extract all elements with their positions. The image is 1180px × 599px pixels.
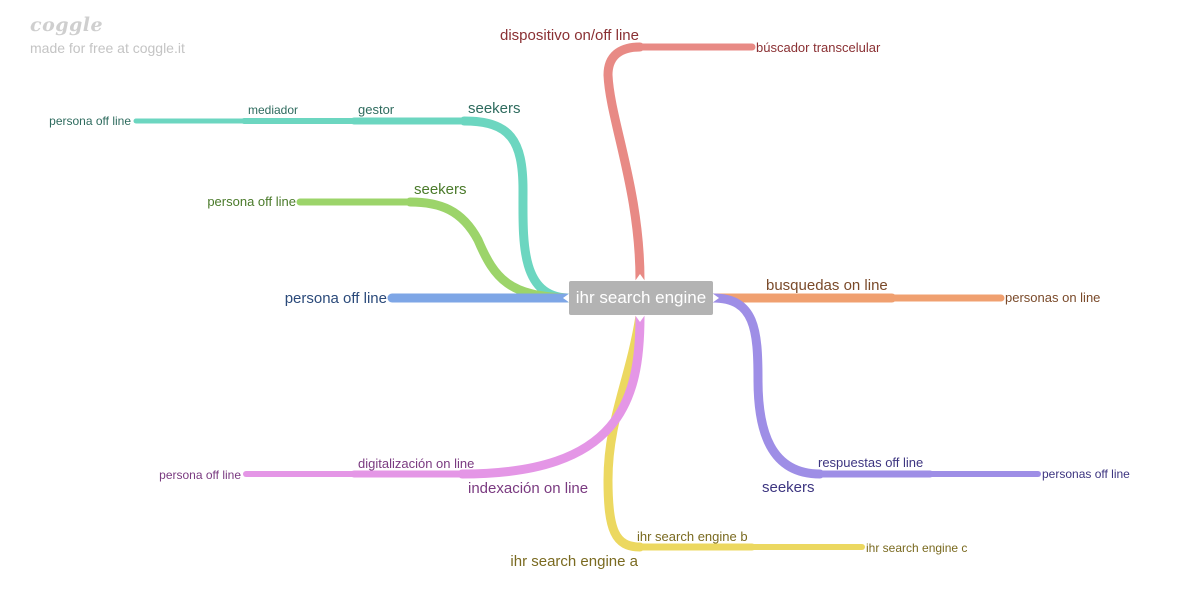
branch-seekers-teal[interactable]: seekers gestor mediador persona off line — [49, 100, 572, 303]
connector-top — [635, 274, 645, 281]
branch-line-indexacion — [457, 311, 645, 479]
branch-seekers-green[interactable]: seekers persona off line — [207, 181, 572, 303]
root-connectors — [563, 274, 719, 322]
branch-label-seekers-teal[interactable]: seekers — [468, 100, 521, 117]
branch-label-seekers-purple[interactable]: seekers — [762, 479, 815, 496]
brand-tagline: made for free at coggle.it — [30, 40, 185, 56]
branch-persona-blue[interactable]: persona off line — [285, 290, 572, 307]
branch-label-engine-a[interactable]: ihr search engine a — [510, 553, 638, 570]
node-label-mediador[interactable]: mediador — [248, 103, 298, 117]
branch-line-engine-a — [603, 311, 645, 552]
branch-dispositivo[interactable]: dispositivo on/off line búscador transce… — [500, 27, 881, 285]
node-label-digitalizacion[interactable]: digitalización on line — [358, 456, 474, 471]
branch-label-dispositivo[interactable]: dispositivo on/off line — [500, 27, 639, 44]
node-label-engine-b[interactable]: ihr search engine b — [637, 529, 748, 544]
branch-indexacion[interactable]: indexación on line digitalización on lin… — [159, 311, 645, 497]
node-label-gestor[interactable]: gestor — [358, 102, 395, 117]
branch-engine-a[interactable]: ihr search engine a ihr search engine b … — [510, 311, 967, 570]
node-label-respuestas[interactable]: respuestas off line — [818, 455, 923, 470]
branch-line-seekers-purple — [708, 293, 825, 479]
branch-label-busquedas[interactable]: busquedas on line — [766, 277, 888, 294]
branch-line-seekers-teal — [459, 116, 572, 303]
branch-line-seekers-green — [405, 197, 572, 303]
connector-right — [712, 293, 719, 303]
node-label-persona-pink[interactable]: persona off line — [159, 468, 241, 482]
node-label-engine-c[interactable]: ihr search engine c — [866, 541, 967, 555]
root-node[interactable]: ihr search engine — [569, 281, 713, 315]
branch-label-indexacion[interactable]: indexación on line — [468, 480, 588, 497]
branch-busquedas[interactable]: busquedas on line personas on line — [708, 277, 1100, 305]
node-label-persona-teal[interactable]: persona off line — [49, 114, 131, 128]
branch-label-persona-blue[interactable]: persona off line — [285, 290, 387, 307]
node-label-buscador[interactable]: búscador transcelular — [756, 40, 881, 55]
connector-bottom — [635, 315, 645, 322]
branch-seekers-purple[interactable]: seekers respuestas off line personas off… — [708, 293, 1130, 496]
branch-line-dispositivo — [603, 42, 645, 285]
connector-left — [563, 293, 570, 303]
brand: coggle made for free at coggle.it — [30, 14, 185, 56]
node-label-personas-online[interactable]: personas on line — [1005, 290, 1100, 305]
branch-label-seekers-green[interactable]: seekers — [414, 181, 467, 198]
node-label-personas-offline[interactable]: personas off line — [1042, 467, 1130, 481]
node-label-persona-green[interactable]: persona off line — [207, 194, 296, 209]
coggle-logo: coggle — [30, 14, 104, 36]
